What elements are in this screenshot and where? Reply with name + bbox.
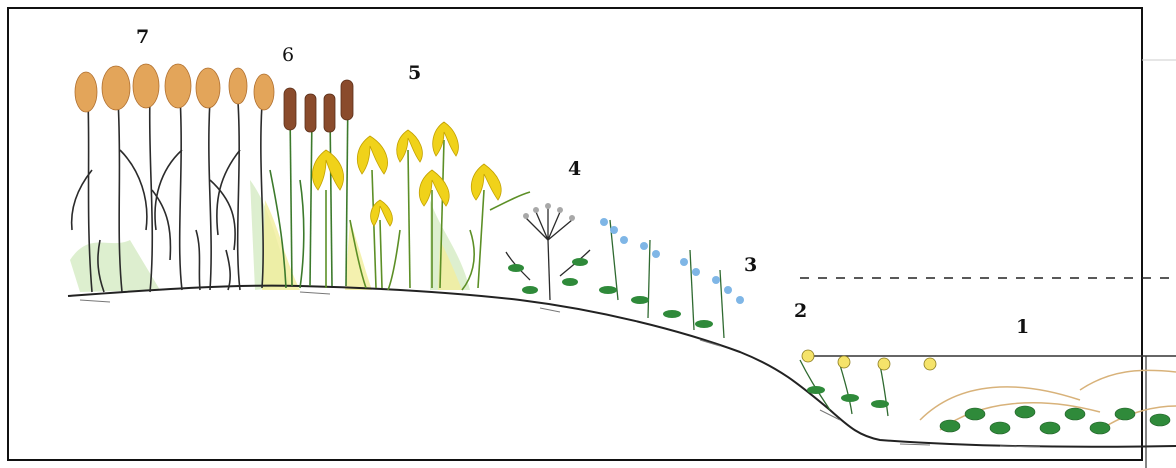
zone-label-5: 5 [408, 64, 421, 83]
zone-5-irises [312, 122, 530, 290]
zone-label-3: 3 [744, 256, 757, 275]
zone-3-blue-flowers [599, 218, 744, 338]
zone-1-pondweed [920, 370, 1176, 434]
zone-2-buttercups [800, 350, 936, 416]
zone-label-6: 6 [282, 46, 294, 65]
ground-shading [80, 292, 1040, 447]
ground-profile [68, 286, 1176, 447]
zone-label-1: 1 [1016, 318, 1029, 337]
zone-4-umbellifer [506, 203, 590, 300]
zone-label-7: 7 [136, 28, 149, 47]
zone-label-2: 2 [794, 302, 807, 321]
zone-label-4: 4 [568, 160, 581, 179]
